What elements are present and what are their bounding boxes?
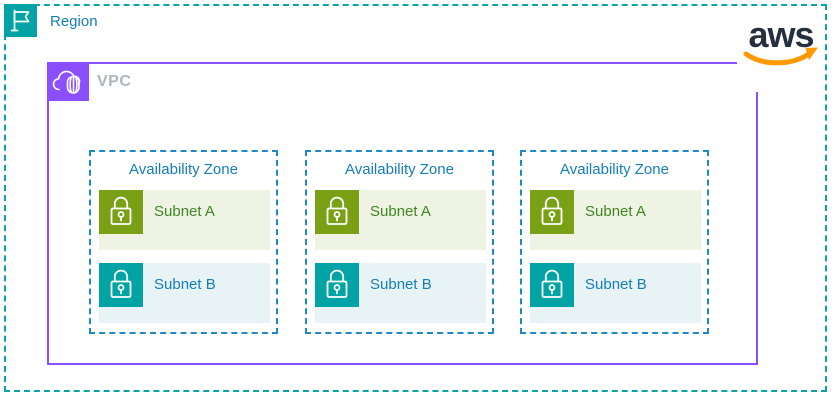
- availability-zone-2: Availability Zone Subnet A: [305, 150, 494, 334]
- subnet-a-label: Subnet A: [154, 203, 215, 220]
- subnet-a-block: Subnet A: [315, 190, 486, 250]
- region-boundary: [4, 4, 827, 392]
- availability-zone-1: Availability Zone Subnet A: [89, 150, 278, 334]
- subnet-a-lock-icon: [99, 190, 143, 234]
- aws-smile-icon: [743, 47, 818, 66]
- az-label: Availability Zone: [560, 161, 669, 178]
- subnet-b-block: Subnet B: [99, 263, 270, 323]
- subnet-b-lock-icon: [315, 263, 359, 307]
- vpc-cloud-icon: [47, 62, 89, 101]
- subnet-b-label: Subnet B: [154, 276, 216, 293]
- subnet-a-lock-icon: [530, 190, 574, 234]
- aws-logo-text: aws: [748, 14, 813, 55]
- subnet-a-label: Subnet A: [585, 203, 646, 220]
- vpc-boundary: [47, 62, 758, 365]
- subnet-b-block: Subnet B: [530, 263, 701, 323]
- subnet-a-label: Subnet A: [370, 203, 431, 220]
- subnet-a-block: Subnet A: [99, 190, 270, 250]
- az-label: Availability Zone: [345, 161, 454, 178]
- subnet-a-block: Subnet A: [530, 190, 701, 250]
- subnet-b-label: Subnet B: [370, 276, 432, 293]
- availability-zone-3: Availability Zone Subnet A: [520, 150, 709, 334]
- az-label: Availability Zone: [129, 161, 238, 178]
- subnet-b-block: Subnet B: [315, 263, 486, 323]
- vpc-label: VPC: [97, 73, 132, 90]
- subnet-b-lock-icon: [99, 263, 143, 307]
- region-flag-icon: [4, 4, 37, 37]
- aws-logo: aws: [737, 8, 825, 92]
- subnet-b-lock-icon: [530, 263, 574, 307]
- subnet-b-label: Subnet B: [585, 276, 647, 293]
- region-label: Region: [50, 13, 98, 30]
- subnet-a-lock-icon: [315, 190, 359, 234]
